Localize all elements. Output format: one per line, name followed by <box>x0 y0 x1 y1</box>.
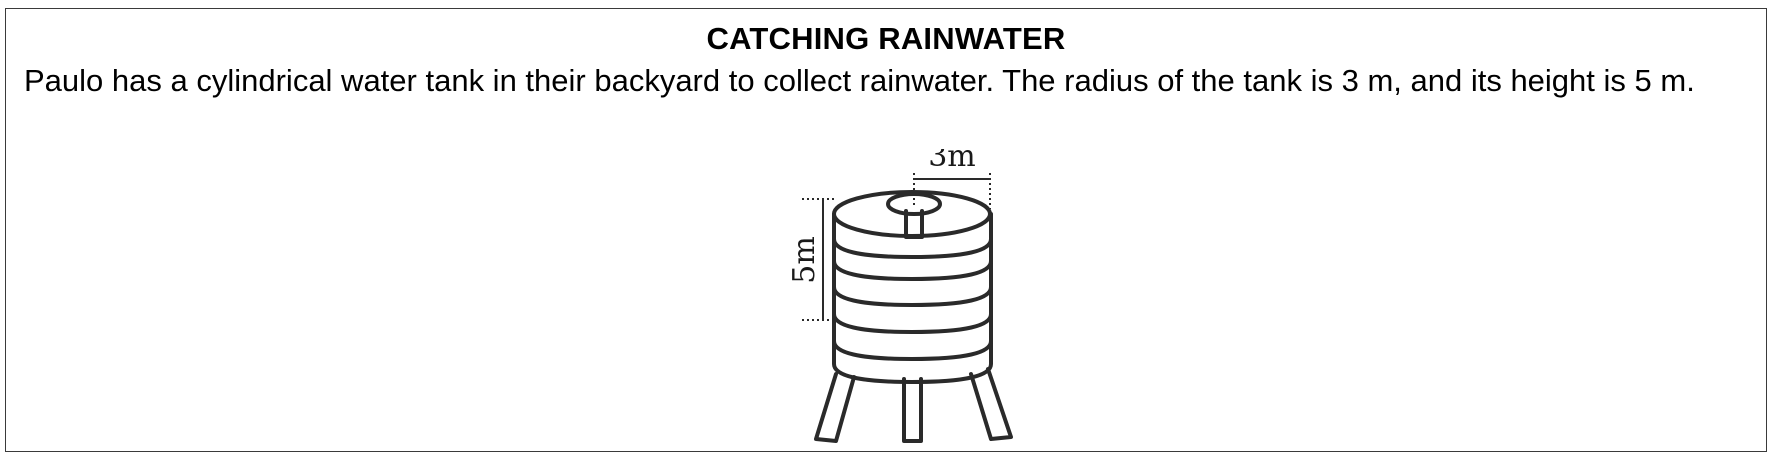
tank-ring-4 <box>832 312 993 334</box>
tank-ring-3 <box>832 285 993 307</box>
tank-ring-1 <box>832 237 993 259</box>
problem-card: CATCHING RAINWATER Paulo has a cylindric… <box>5 8 1767 452</box>
height-label: 5m <box>787 236 822 284</box>
tank-ring-5 <box>832 339 993 361</box>
tank-body <box>832 212 993 384</box>
tank-leg-middle <box>902 377 923 443</box>
radius-label: 3m <box>928 149 976 174</box>
tank-leg-right <box>969 367 1013 441</box>
water-tank-figure: 3m 5m <box>766 149 1026 454</box>
tank-ring-2 <box>832 259 993 281</box>
problem-text: Paulo has a cylindrical water tank in th… <box>24 63 1695 98</box>
water-tank-drawing: 3m 5m <box>787 149 1013 443</box>
tank-leg-left <box>814 372 856 443</box>
problem-title: CATCHING RAINWATER <box>706 21 1066 56</box>
tank-inlet-pipe <box>904 209 924 239</box>
